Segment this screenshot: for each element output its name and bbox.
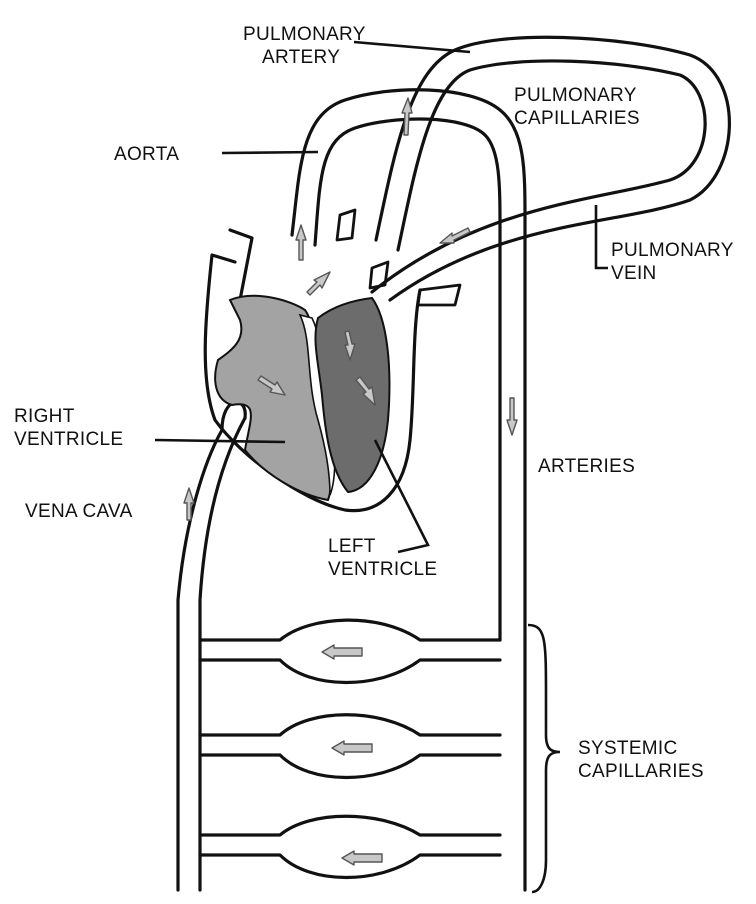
- mitral-valve-flap: [418, 285, 460, 305]
- label-pulmonary-artery: PULMONARY ARTERY: [243, 24, 371, 68]
- flow-arrow-capillary-1: [322, 645, 362, 659]
- aortic-valve-flap: [370, 262, 388, 288]
- leader-left-ventricle: [375, 440, 428, 552]
- superior-inlet: [230, 230, 252, 300]
- leader-aorta: [222, 152, 318, 153]
- flow-arrow-aorta: [296, 225, 306, 260]
- capillary-bed-3: [200, 816, 500, 877]
- flow-arrow-capillary-3: [342, 851, 382, 865]
- label-systemic-capillaries: SYSTEMIC CAPILLARIES: [578, 738, 704, 782]
- flow-arrow-heart-out: [307, 272, 330, 295]
- label-aorta: AORTA: [114, 144, 179, 165]
- label-pulmonary-vein: PULMONARY VEIN: [611, 240, 739, 284]
- vena-cava-inner: [200, 418, 245, 890]
- label-left-ventricle: LEFT VENTRICLE: [328, 536, 437, 580]
- label-vena-cava: VENA CAVA: [25, 501, 133, 522]
- pulmonary-valve-flap: [337, 210, 355, 240]
- flow-arrow-capillary-2: [332, 741, 372, 755]
- label-pulmonary-capillaries: PULMONARY CAPILLARIES: [514, 85, 642, 129]
- systemic-capillary-beds: [200, 620, 525, 890]
- vena-cava: [178, 402, 245, 890]
- leader-pulmonary-artery: [354, 42, 470, 52]
- label-arteries: ARTERIES: [538, 456, 635, 477]
- label-right-ventricle: RIGHT VENTRICLE: [14, 406, 123, 450]
- heart: [205, 210, 460, 511]
- systemic-capillaries-bracket: [528, 625, 560, 892]
- flow-arrow-arteries: [507, 398, 517, 435]
